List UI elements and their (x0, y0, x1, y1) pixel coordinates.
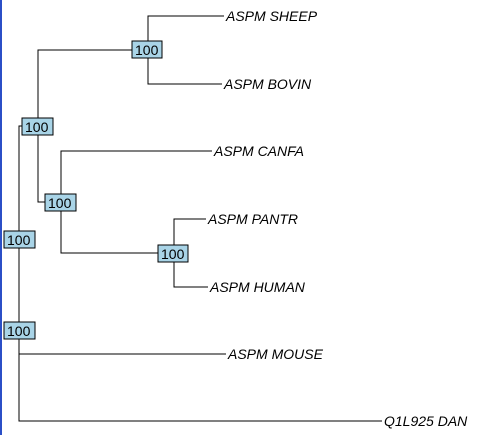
leaf-label-bovin: ASPM BOVIN (223, 76, 312, 92)
leaf-label-canfa: ASPM CANFA (213, 143, 304, 159)
edge-pantr (173, 218, 206, 253)
node-top: 100 (21, 117, 54, 136)
node-pantr-human-box (157, 244, 189, 263)
node-sheep-bovin: 100 (131, 40, 163, 59)
leaf-label-sheep: ASPM SHEEP (225, 8, 318, 24)
node-sheep-bovin-support: 100 (135, 42, 159, 58)
leaf-label-pantr: ASPM PANTR (207, 211, 298, 227)
edge-bovin (147, 50, 222, 85)
node-lower-support: 100 (48, 195, 72, 211)
leaf-labels: ASPM SHEEP ASPM BOVIN ASPM CANFA ASPM PA… (207, 8, 468, 429)
node-root-top-box (3, 321, 36, 340)
edge-top-clade (18, 125, 22, 240)
node-root-mid-support: 100 (7, 232, 31, 248)
node-pantr-human: 100 (157, 244, 189, 263)
node-pantr-human-support: 100 (161, 246, 185, 262)
node-lower: 100 (44, 193, 77, 212)
node-top-support: 100 (25, 119, 49, 135)
edge-lower-clade (37, 126, 45, 203)
node-top-box (21, 117, 54, 136)
tree-edges (18, 15, 382, 422)
node-sheep-bovin-box (131, 40, 163, 59)
edge-pantr-human-clade (60, 202, 158, 254)
node-root-top-support: 100 (7, 323, 31, 339)
edge-dan (18, 331, 382, 422)
support-nodes: 100 100 100 100 100 100 (3, 40, 189, 340)
node-root-top: 100 (3, 321, 36, 340)
node-root-mid: 100 (3, 230, 36, 249)
edge-canfa (60, 150, 212, 202)
leaf-label-human: ASPM HUMAN (209, 279, 306, 295)
leaf-label-dan: Q1L925 DAN (384, 413, 468, 429)
node-lower-box (44, 193, 77, 212)
edge-sheep (147, 15, 224, 50)
edge-mouse (18, 331, 226, 355)
edge-sheep-bovin-clade (37, 49, 132, 126)
node-root-mid-box (3, 230, 36, 249)
edge-human (173, 253, 208, 288)
leaf-label-mouse: ASPM MOUSE (227, 346, 324, 362)
